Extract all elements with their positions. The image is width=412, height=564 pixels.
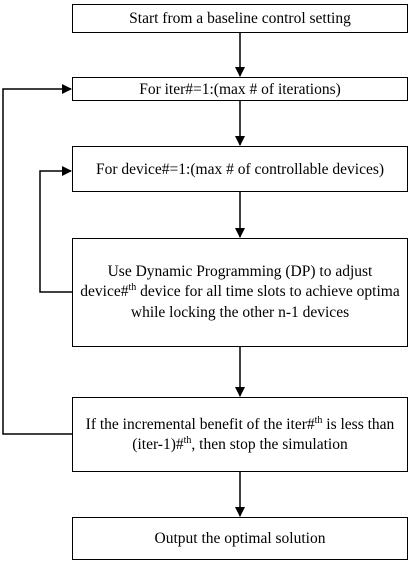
start-box: Start from a baseline control setting (72, 4, 408, 33)
device-loop-box: For device#=1:(max # of controllable dev… (72, 146, 408, 192)
stop-condition-text: If the incremental benefit of the iter#t… (85, 414, 395, 453)
stop-condition-box: If the incremental benefit of the iter#t… (72, 397, 408, 472)
output-text: Output the optimal solution (154, 530, 326, 547)
loop-arrow-check-to-iter (2, 84, 72, 435)
dynamic-programming-text: Use Dynamic Programming (DP) to adjust d… (80, 262, 400, 321)
iteration-loop-box: For iter#=1:(max # of iterations) (72, 77, 408, 101)
dynamic-programming-box: Use Dynamic Programming (DP) to adjust d… (72, 238, 408, 347)
loop-arrow-dp-to-device (39, 166, 72, 293)
iteration-loop-text: For iter#=1:(max # of iterations) (139, 80, 341, 98)
output-box: Output the optimal solution (72, 517, 408, 560)
device-loop-text: For device#=1:(max # of controllable dev… (95, 160, 385, 178)
start-text: Start from a baseline control setting (129, 10, 351, 27)
